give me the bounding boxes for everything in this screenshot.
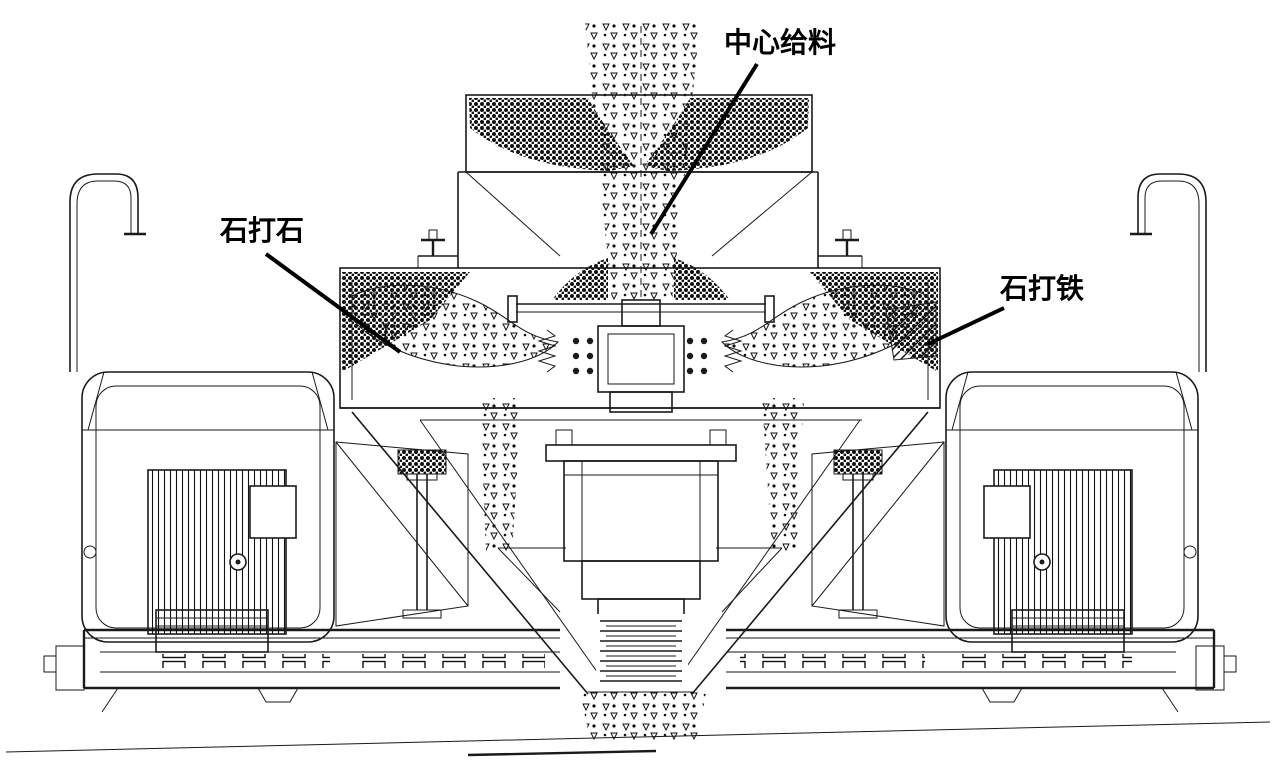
base-slot-row — [952, 654, 1132, 668]
center-feed-stream — [585, 22, 700, 302]
label-rock-on-iron: 石打铁 — [999, 273, 1084, 304]
discharge-cone — [351, 411, 929, 695]
anvil-left — [552, 258, 608, 300]
feed-particles — [480, 22, 804, 740]
left-pipe — [69, 173, 146, 372]
base-slot-row — [360, 654, 545, 668]
right-support-frame — [811, 441, 945, 627]
clamp-bolt-right — [835, 229, 859, 256]
iron-anvil-wedge — [885, 301, 937, 361]
discharge-pile — [580, 692, 706, 740]
annotations: 中心给料 石打石 石打铁 — [219, 27, 1084, 354]
spring-right — [723, 329, 743, 373]
rubble-crescent-right — [720, 284, 929, 368]
label-center-feed: 中心给料 — [724, 27, 836, 58]
bellows — [600, 620, 682, 682]
funnel-wall-left — [469, 98, 634, 171]
leader-line-rock-on-iron — [927, 306, 1005, 346]
clamp-bolt-left — [421, 229, 445, 256]
crusher-housing — [339, 229, 941, 409]
leader-line-center-feed — [649, 62, 759, 236]
base-slot-row — [740, 654, 925, 668]
base-slot-row — [150, 654, 330, 668]
right-motor — [945, 371, 1199, 653]
label-rock-on-rock: 石打石 — [219, 215, 304, 246]
anvil-right — [674, 258, 730, 300]
spring-left — [537, 329, 557, 373]
motor-pulley — [1011, 609, 1125, 653]
side-stream-left — [480, 398, 522, 552]
left-support-frame — [335, 441, 469, 627]
side-stream-right — [762, 398, 804, 552]
motor-pulley — [155, 609, 269, 653]
rubble-crescent-left — [351, 284, 560, 368]
right-pipe — [1130, 173, 1207, 372]
left-motor — [81, 371, 335, 653]
leader-line-rock-on-rock — [264, 252, 402, 354]
base-frame — [43, 628, 1237, 713]
